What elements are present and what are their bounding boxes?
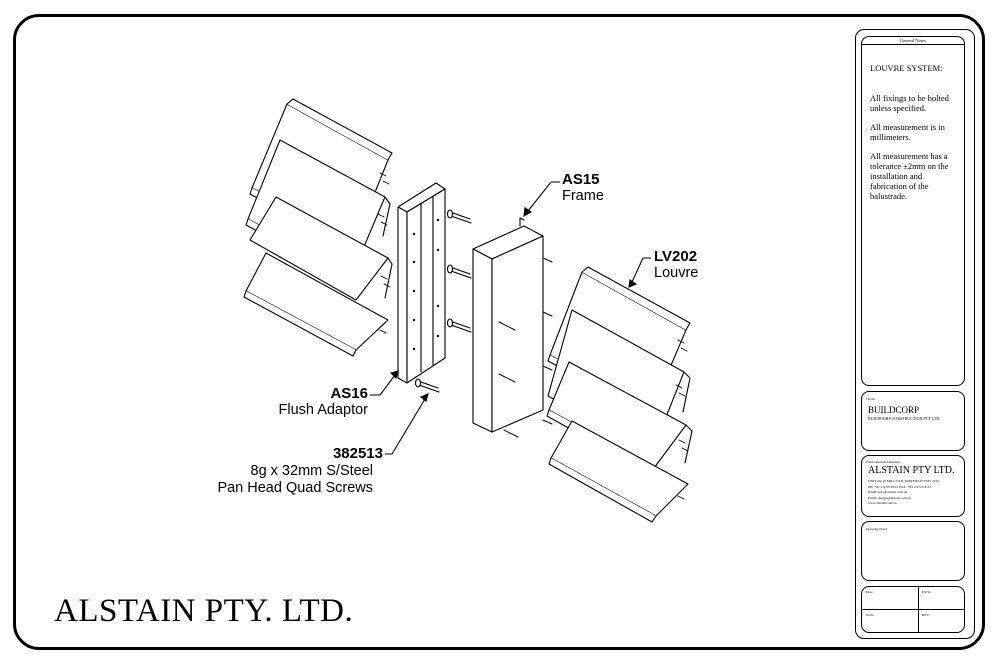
note-item: All measurement has a tolerance ±2mm on … <box>870 151 949 201</box>
client-label: Client <box>866 397 875 401</box>
left-louvre-fixing-lugs <box>377 172 391 334</box>
note-item: All measurement is in millimeters. <box>870 122 945 142</box>
scale-label: Scale <box>866 613 874 617</box>
left-louvre-blade-3 <box>249 196 391 301</box>
frame-code-label: AS15 <box>562 171 600 188</box>
screws-desc-line-2: Pan Head Quad Screws <box>217 480 373 496</box>
flush-adaptor-part <box>397 182 446 384</box>
company-label: Fabrication and Installer <box>866 460 901 464</box>
info-divider-horizontal <box>862 609 964 610</box>
drawing-info-box: Date DWG: Scale REV: <box>861 586 965 633</box>
screw-fixings <box>414 209 472 393</box>
title-block <box>855 29 975 639</box>
right-louvre-fixing-lugs <box>675 339 689 500</box>
screws-desc-line-1: 8g x 32mm S/Steel <box>250 463 374 479</box>
rev-label: REV: <box>922 613 930 617</box>
frame-desc-label: Frame <box>562 188 604 204</box>
notes-list: All fixings to be bolted unless specifie… <box>870 93 960 210</box>
note-item: All fixings to be bolted unless specifie… <box>870 93 949 113</box>
company-detail-line: www.alstain.com.au <box>868 501 897 505</box>
company-detail-line: PH: +61 2 9725 8112 FAX: +61 2 9725 8113 <box>868 484 932 489</box>
info-divider-vertical <box>918 587 919 632</box>
right-louvre-stack <box>546 266 693 523</box>
callout-leaders <box>370 181 651 455</box>
drawing-notes-box: Drawing Notes <box>861 521 965 581</box>
drawing-notes-label: Drawing Notes <box>866 527 888 531</box>
louvre-code-label: LV202 <box>654 248 698 265</box>
company-detail-line: UNIT 40/ 10 MILLS RD, FAIRFIELD NSW 2165 <box>868 479 939 483</box>
client-name: BUILDCORP <box>868 405 920 415</box>
client-box: Client BUILDCORP BUILDCORP CONSTRUCTION … <box>861 391 965 451</box>
dwg-label: DWG: <box>922 590 932 594</box>
notes-title: LOUVRE SYSTEM: <box>870 63 943 73</box>
date-label: Date <box>866 590 873 594</box>
adaptor-desc-label: Flush Adaptor <box>278 402 368 418</box>
screws-code-label: 382513 <box>332 445 383 462</box>
company-detail-line: Email: design@alstain.com.au <box>868 495 911 500</box>
general-notes-header: General Notes <box>862 38 964 45</box>
left-louvre-blade-4 <box>243 252 393 357</box>
right-louvre-blade-4 <box>548 420 693 523</box>
client-subtitle: BUILDCORP CONSTRUCTION PTY LTD. <box>868 416 941 421</box>
company-title: ALSTAIN PTY. LTD. <box>54 593 354 629</box>
company-details: UNIT 40/ 10 MILLS RD, FAIRFIELD NSW 2165… <box>868 479 939 507</box>
general-notes-box: General Notes LOUVRE SYSTEM: All fixings… <box>861 36 965 386</box>
frame-part <box>472 217 553 438</box>
company-detail-line: Email: info@alstain.com.au <box>868 490 908 494</box>
left-louvre-stack <box>243 98 393 357</box>
company-box: Fabrication and Installer ALSTAIN PTY LT… <box>861 455 965 517</box>
sheet-border <box>13 14 985 650</box>
adaptor-code-label: AS16 <box>330 385 368 402</box>
louvre-desc-label: Louvre <box>654 265 699 281</box>
company-name: ALSTAIN PTY LTD. <box>868 465 955 476</box>
